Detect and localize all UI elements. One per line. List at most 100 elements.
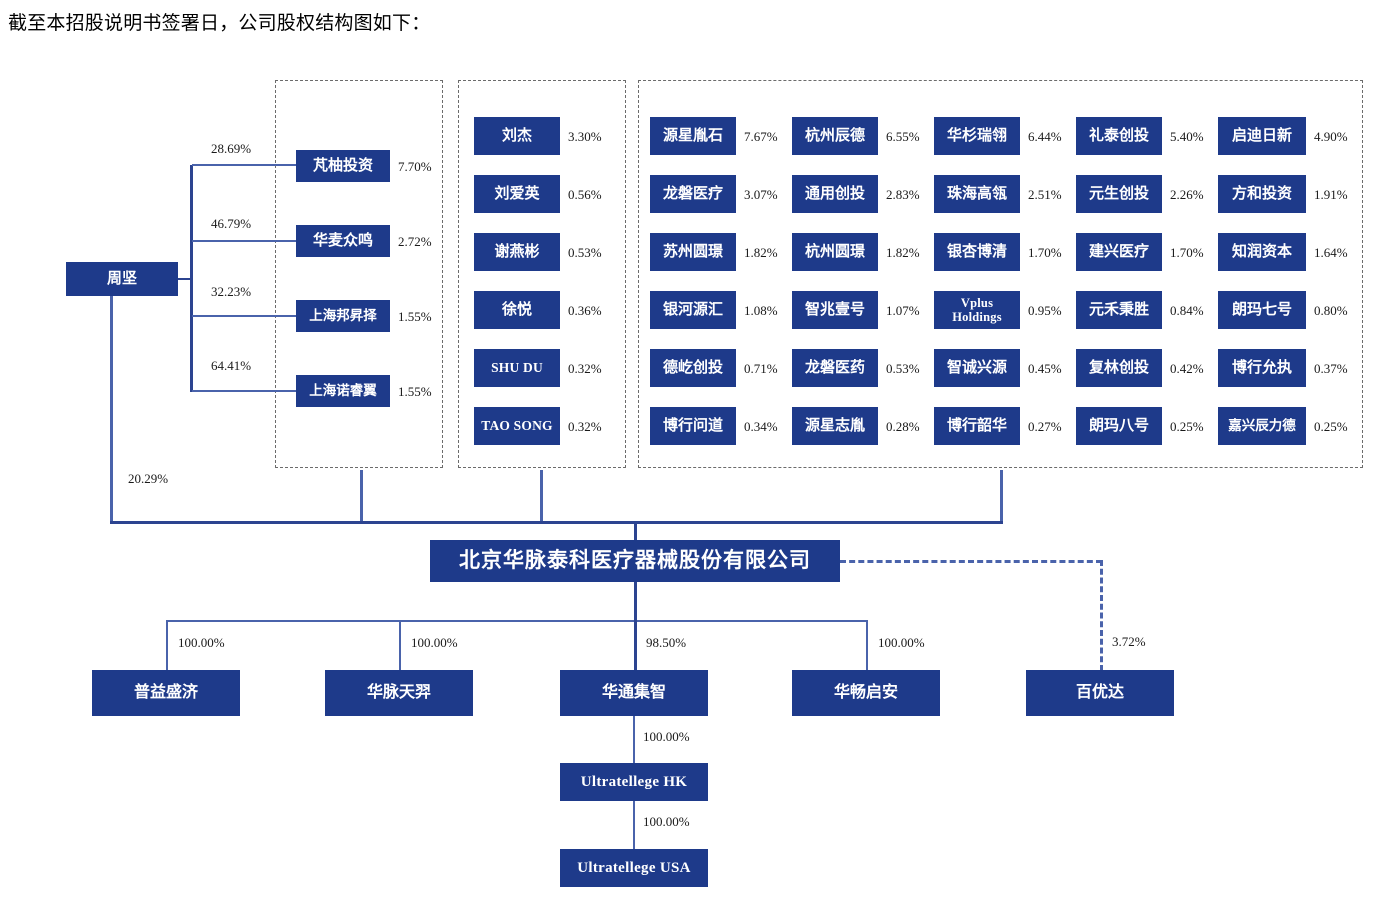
institution-box-4-0[interactable]: 启迪日新 [1218, 117, 1306, 155]
subsidiary-box-3[interactable]: 华畅启安 [792, 670, 940, 716]
institution-name-4-4: 博行允执 [1231, 359, 1292, 376]
institution-name-2-4: 智诚兴源 [946, 359, 1007, 376]
institution-box-1-2[interactable]: 杭州圆璟 [792, 233, 878, 271]
individual-shareholder-box-5[interactable]: TAO SONG [474, 407, 560, 445]
individual-shareholder-box-0[interactable]: 刘杰 [474, 117, 560, 155]
institution-box-0-3[interactable]: 银河源汇 [650, 291, 736, 329]
institution-box-2-5[interactable]: 博行韶华 [934, 407, 1020, 445]
control-pct-3: 64.41% [211, 358, 252, 373]
controlled-entity-box-2[interactable]: 上海邦昇择 [296, 300, 390, 332]
controlled-entities-frame [275, 80, 443, 468]
institution-name-2-0: 华杉瑞翎 [946, 127, 1007, 144]
institution-box-2-4[interactable]: 智诚兴源 [934, 349, 1020, 387]
overseas-box-0[interactable]: Ultratellege HK [560, 763, 708, 801]
institution-box-3-2[interactable]: 建兴医疗 [1076, 233, 1162, 271]
institution-pct-0-0: 7.67% [744, 129, 778, 144]
institution-pct-4-3: 0.80% [1314, 303, 1348, 318]
individual-shareholder-box-3[interactable]: 徐悦 [474, 291, 560, 329]
institution-name-4-0: 启迪日新 [1231, 127, 1292, 144]
control-pct-1: 46.79% [211, 216, 252, 231]
institution-box-3-0[interactable]: 礼泰创投 [1076, 117, 1162, 155]
institution-name-4-1: 方和投资 [1231, 185, 1292, 202]
controller-vertical-trunk [190, 165, 193, 392]
institution-name-3-5: 朗玛八号 [1088, 417, 1149, 434]
group-drop-institutions [1000, 470, 1003, 524]
issuer-box[interactable]: 北京华脉泰科医疗器械股份有限公司 [430, 540, 840, 582]
subsidiary-box-0[interactable]: 普益盛济 [92, 670, 240, 716]
institution-box-0-0[interactable]: 源星胤石 [650, 117, 736, 155]
institution-box-0-4[interactable]: 德屹创投 [650, 349, 736, 387]
overseas-pct-1: 100.00% [643, 814, 690, 829]
institution-box-4-5[interactable]: 嘉兴辰力德 [1218, 407, 1306, 445]
institutional-shareholders-frame [638, 80, 1363, 468]
institution-box-0-5[interactable]: 博行问道 [650, 407, 736, 445]
institution-box-0-1[interactable]: 龙磐医疗 [650, 175, 736, 213]
subsidiary-box-1[interactable]: 华脉天羿 [325, 670, 473, 716]
institution-name-2-2: 银杏博清 [946, 243, 1007, 260]
overseas-box-1[interactable]: Ultratellege USA [560, 849, 708, 887]
institution-pct-1-1: 2.83% [886, 187, 920, 202]
subsidiary-box-2[interactable]: 华通集智 [560, 670, 708, 716]
institution-box-3-5[interactable]: 朗玛八号 [1076, 407, 1162, 445]
institution-box-1-0[interactable]: 杭州辰德 [792, 117, 878, 155]
institution-box-2-2[interactable]: 银杏博清 [934, 233, 1020, 271]
controller-box[interactable]: 周坚 [66, 262, 178, 296]
individual-shareholder-box-2[interactable]: 谢燕彬 [474, 233, 560, 271]
institution-pct-2-0: 6.44% [1028, 129, 1062, 144]
individual-shareholder-box-4[interactable]: SHU DU [474, 349, 560, 387]
hold-pct-2: 1.55% [398, 309, 432, 324]
institution-box-1-5[interactable]: 源星志胤 [792, 407, 878, 445]
institution-box-4-1[interactable]: 方和投资 [1218, 175, 1306, 213]
hold-pct-0: 7.70% [398, 159, 432, 174]
institution-box-2-1[interactable]: 珠海高瓴 [934, 175, 1020, 213]
institution-pct-3-1: 2.26% [1170, 187, 1204, 202]
institution-box-1-3[interactable]: 智兆壹号 [792, 291, 878, 329]
individual-shareholder-pct-0: 3.30% [568, 129, 602, 144]
institution-box-2-0[interactable]: 华杉瑞翎 [934, 117, 1020, 155]
institution-box-3-1[interactable]: 元生创投 [1076, 175, 1162, 213]
associate-box[interactable]: 百优达 [1026, 670, 1174, 716]
institution-pct-1-3: 1.07% [886, 303, 920, 318]
institution-name-3-0: 礼泰创投 [1088, 127, 1149, 144]
controlled-entity-box-0[interactable]: 芃柚投资 [296, 150, 390, 182]
institution-pct-0-5: 0.34% [744, 419, 778, 434]
institution-pct-4-1: 1.91% [1314, 187, 1348, 202]
subsidiary-leg-1 [399, 620, 401, 670]
institution-pct-0-2: 1.82% [744, 245, 778, 260]
institution-box-2-3[interactable]: Vplus Holdings [934, 291, 1020, 329]
branch-line-1 [192, 240, 296, 242]
subsidiary-pct-0: 100.00% [178, 635, 225, 650]
institution-pct-3-3: 0.84% [1170, 303, 1204, 318]
institution-box-3-3[interactable]: 元禾秉胜 [1076, 291, 1162, 329]
institution-pct-2-2: 1.70% [1028, 245, 1062, 260]
subsidiary-leg-2 [634, 620, 637, 670]
issuer-name: 北京华脉泰科医疗器械股份有限公司 [459, 548, 811, 573]
control-pct-2: 32.23% [211, 284, 252, 299]
institution-name-3-3: 元禾秉胜 [1088, 301, 1149, 318]
institution-box-4-2[interactable]: 知润资本 [1218, 233, 1306, 271]
institution-box-1-4[interactable]: 龙磐医药 [792, 349, 878, 387]
institution-pct-2-4: 0.45% [1028, 361, 1062, 376]
individual-shareholder-box-1[interactable]: 刘爱英 [474, 175, 560, 213]
controller-direct-pct: 20.29% [128, 471, 169, 486]
institution-box-0-2[interactable]: 苏州圆璟 [650, 233, 736, 271]
subsidiary-name-2: 华通集智 [601, 684, 666, 702]
subsidiary-pct-1: 100.00% [411, 635, 458, 650]
institution-box-1-1[interactable]: 通用创投 [792, 175, 878, 213]
institution-box-4-4[interactable]: 博行允执 [1218, 349, 1306, 387]
individual-shareholders-frame [458, 80, 626, 468]
institution-pct-4-4: 0.37% [1314, 361, 1348, 376]
controlled-entity-box-1[interactable]: 华麦众鸣 [296, 225, 390, 257]
institution-box-3-4[interactable]: 复林创投 [1076, 349, 1162, 387]
institution-name-1-3: 智兆壹号 [804, 301, 865, 318]
controlled-entity-box-3[interactable]: 上海诺睿翼 [296, 375, 390, 407]
overseas-pct-0: 100.00% [643, 729, 690, 744]
institution-name-4-3: 朗玛七号 [1231, 301, 1292, 318]
subsidiary-bus-drop [634, 582, 637, 622]
individual-shareholder-name-0: 刘杰 [501, 127, 532, 144]
associate-name: 百优达 [1075, 684, 1124, 702]
overseas-leg-1 [633, 801, 635, 849]
institution-name-0-3: 银河源汇 [662, 301, 723, 318]
institution-box-4-3[interactable]: 朗玛七号 [1218, 291, 1306, 329]
